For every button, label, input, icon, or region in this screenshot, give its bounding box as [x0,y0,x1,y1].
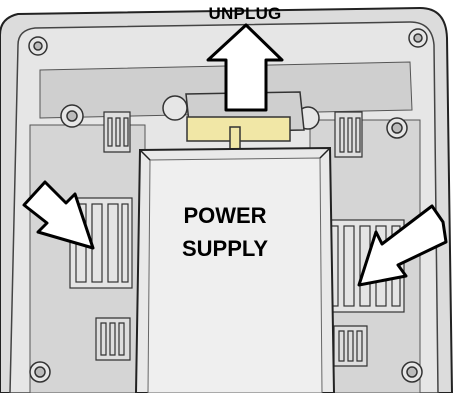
power-label: POWER [183,203,267,228]
top-connector [185,91,305,154]
arrows [22,23,448,287]
right-insert-arrow-icon [357,204,448,287]
unplug-arrow-icon [206,23,284,112]
corner-screws [28,28,428,383]
supply-label: SUPPLY [181,236,268,261]
left-insert-arrow-icon [22,180,95,250]
power-supply-module [134,146,336,394]
unplug-label: UNPLUG [208,4,282,23]
heatsink-blocks [95,111,368,367]
